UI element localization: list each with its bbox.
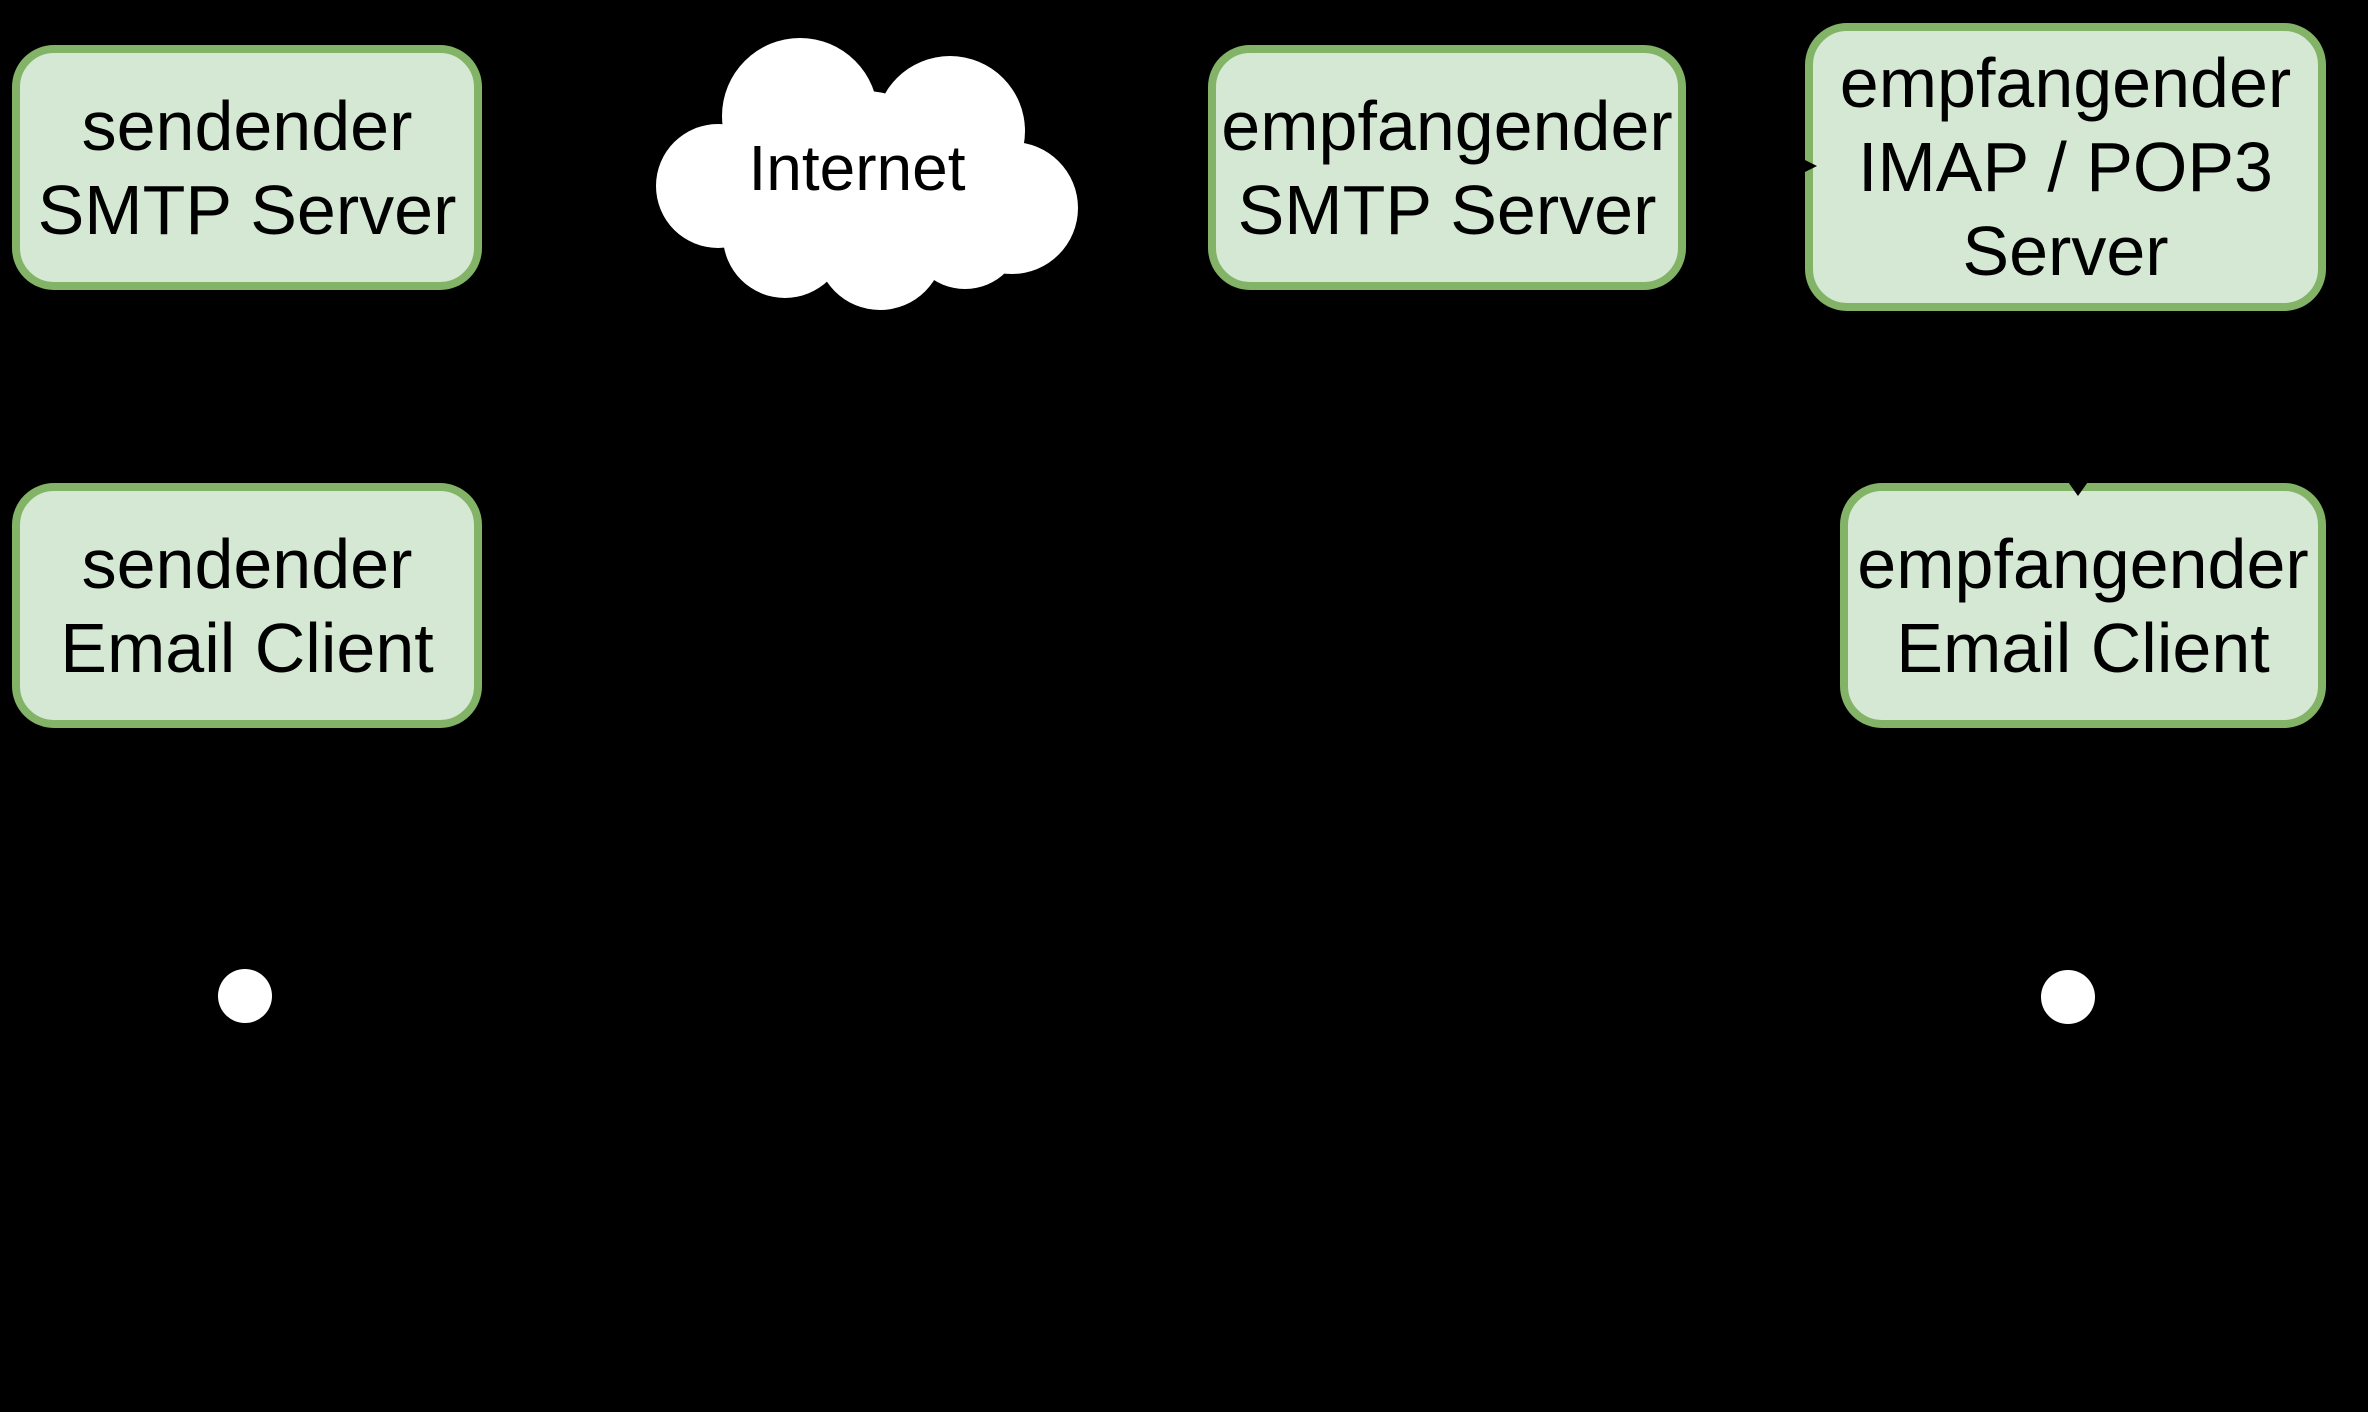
node-sender-email-client: sendender Email Client	[12, 483, 482, 728]
node-receiver-email-client-label-line2: Email Client	[1896, 608, 2270, 687]
node-receiver-email-client-label-line1: empfangender	[1857, 524, 2309, 603]
node-receiver-smtp-server: empfangender SMTP Server	[1208, 45, 1686, 290]
node-receiver-imap-pop3-server-label-line1: empfangender	[1839, 44, 2292, 122]
node-receiver-smtp-server-label-line2: SMTP Server	[1237, 170, 1657, 249]
node-sender-email-client-label-line1: sendender	[81, 524, 413, 603]
node-receiver-imap-pop3-server-label-line2: IMAP / POP3	[1858, 128, 2273, 206]
node-sender-smtp-server: sendender SMTP Server	[12, 45, 482, 290]
arrowhead-into-receiver-client-icon	[2066, 479, 2090, 496]
internet-label: Internet	[748, 132, 966, 204]
node-sender-smtp-server-label-line1: sendender	[81, 86, 413, 165]
node-receiver-imap-pop3-server-label-line3: Server	[1962, 212, 2169, 290]
node-sender-smtp-server-label-line2: SMTP Server	[37, 170, 457, 249]
arrowhead-into-imap-server-icon	[1795, 155, 1817, 177]
right-connector-dot	[2041, 970, 2095, 1024]
node-sender-email-client-label-line2: Email Client	[60, 608, 434, 687]
node-receiver-imap-pop3-server: empfangender IMAP / POP3 Server	[1805, 23, 2326, 311]
node-receiver-smtp-server-label-line1: empfangender	[1221, 86, 1673, 165]
internet-cloud-icon	[656, 38, 1078, 310]
left-connector-dot	[218, 969, 272, 1023]
node-receiver-email-client: empfangender Email Client	[1840, 483, 2326, 728]
